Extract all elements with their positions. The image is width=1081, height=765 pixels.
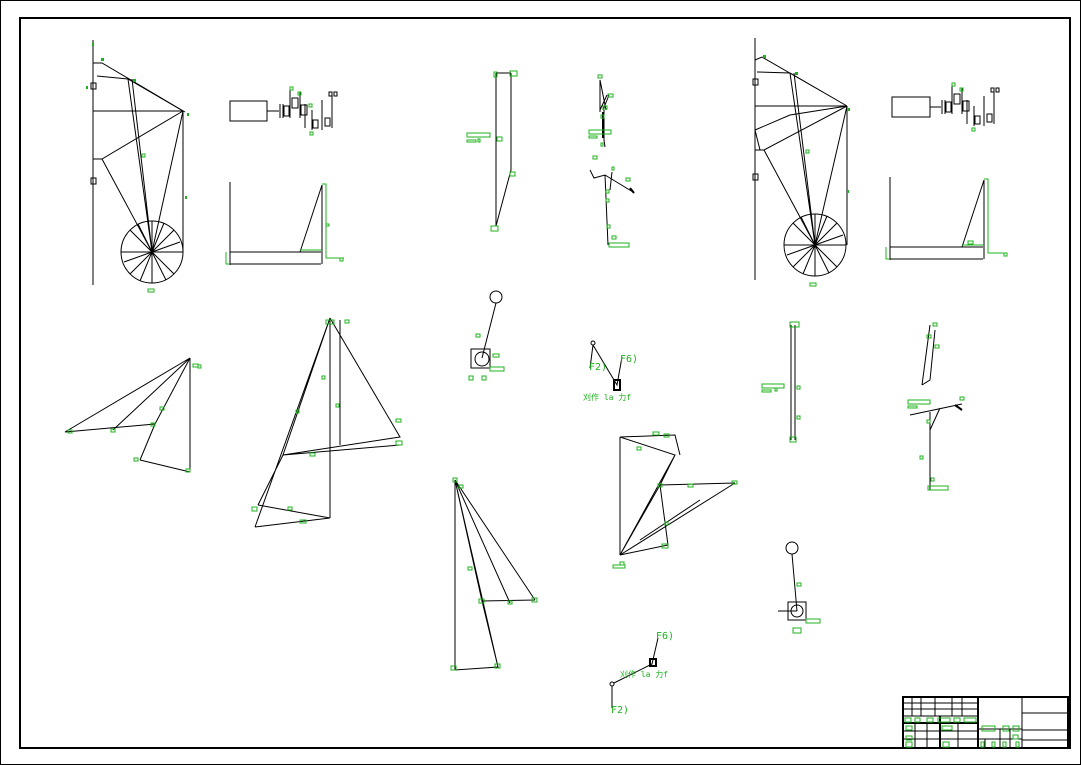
triangle-linkage-lower [450,477,538,671]
drawing-frame [19,17,1071,749]
force-note: 刈作 la 力f [583,392,631,402]
wheel-circle [120,220,184,284]
lever-mechanism-lower [778,541,821,634]
gear-train-right [891,82,1000,132]
link-top-middle [466,70,518,232]
force-note-lower: 刈作 la 力f [620,669,668,679]
force-diagram-lower: F6) F2) 刈作 la 力f [609,631,674,716]
lever-mechanism-upper [468,290,505,381]
gear-train-left [229,86,338,136]
sail-linkage-middle [251,317,403,528]
frame-l-right [885,177,1008,260]
force-label-f6: F6) [620,354,638,365]
frame-l-left [225,182,344,265]
force-label-f6-lower: F6) [656,631,674,642]
linkage-top-right-middle [588,74,635,248]
triangle-linkage-left [64,357,202,473]
force-diagram-upper: F6) F2) 刈作 la 力f [583,340,638,402]
force-label-f2: F2) [589,362,607,373]
sail-linkage-lower [612,431,738,569]
crane-mechanism-right [752,38,850,287]
title-block [902,696,1069,749]
linkage-right [907,322,965,491]
link-right-middle [761,321,801,443]
crane-mechanism-left [86,40,189,293]
force-label-f2-lower: F2) [611,705,629,716]
